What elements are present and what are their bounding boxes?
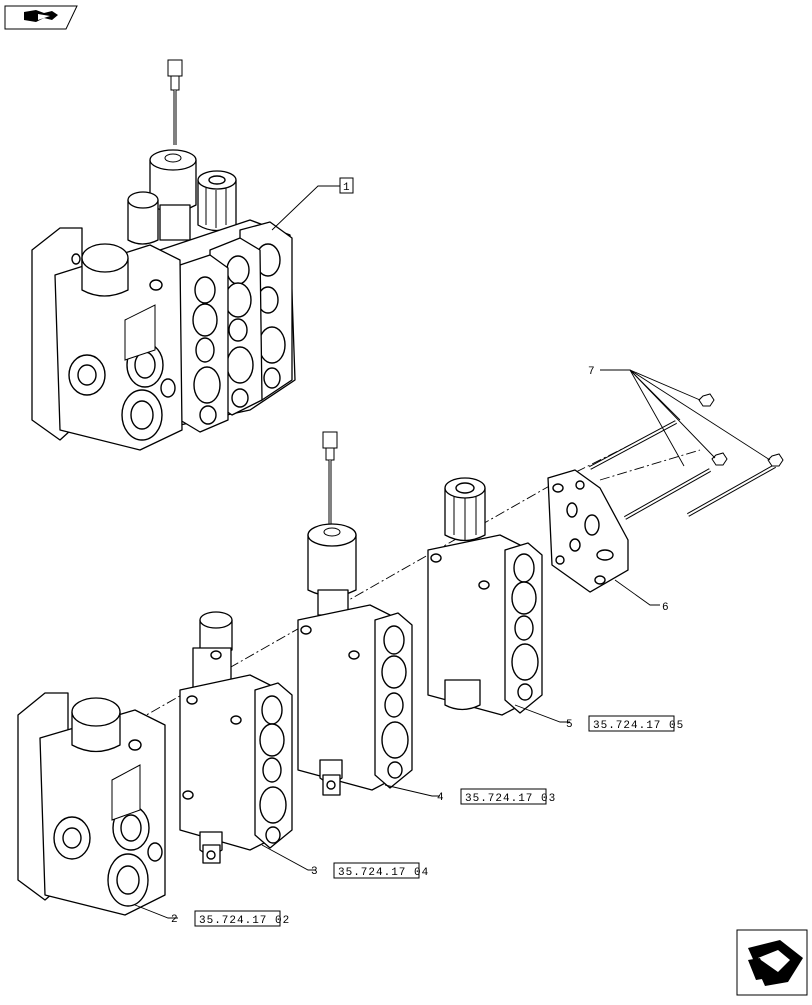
ref-4[interactable]: 35.724.17 03 <box>465 793 556 805</box>
part-6-end-plate <box>547 469 629 593</box>
part-3-section <box>179 611 293 864</box>
callout-2: 2 <box>171 914 179 926</box>
callout-6: 6 <box>662 602 670 614</box>
callout-7: 7 <box>588 366 596 378</box>
ref-box-4[interactable] <box>460 788 547 805</box>
assembled-valve <box>31 59 296 451</box>
part-7-tie-rods <box>589 393 784 520</box>
part-5-relief-section <box>427 477 543 716</box>
part-2-inlet-cover <box>17 692 166 916</box>
ref-box-3[interactable] <box>333 862 420 879</box>
ref-box-5[interactable] <box>588 715 675 732</box>
ref-5[interactable]: 35.724.17 05 <box>593 720 684 732</box>
next-page-arrow-icon[interactable] <box>736 929 808 996</box>
book-arrow-icon[interactable] <box>4 5 78 30</box>
ref-box-2[interactable] <box>194 910 281 927</box>
callout-1: 1 <box>343 182 351 194</box>
connector-plug <box>167 59 183 77</box>
part-4-solenoid-section <box>297 431 413 796</box>
callout-4: 4 <box>437 792 445 804</box>
callout-1-box <box>339 177 354 194</box>
hex-nut <box>711 452 728 466</box>
hex-nut <box>698 393 715 407</box>
ref-2[interactable]: 35.724.17 02 <box>199 915 290 927</box>
callout-3: 3 <box>311 866 319 878</box>
callout-5: 5 <box>566 719 574 731</box>
ref-3[interactable]: 35.724.17 04 <box>338 867 429 879</box>
hex-nut <box>767 453 784 467</box>
